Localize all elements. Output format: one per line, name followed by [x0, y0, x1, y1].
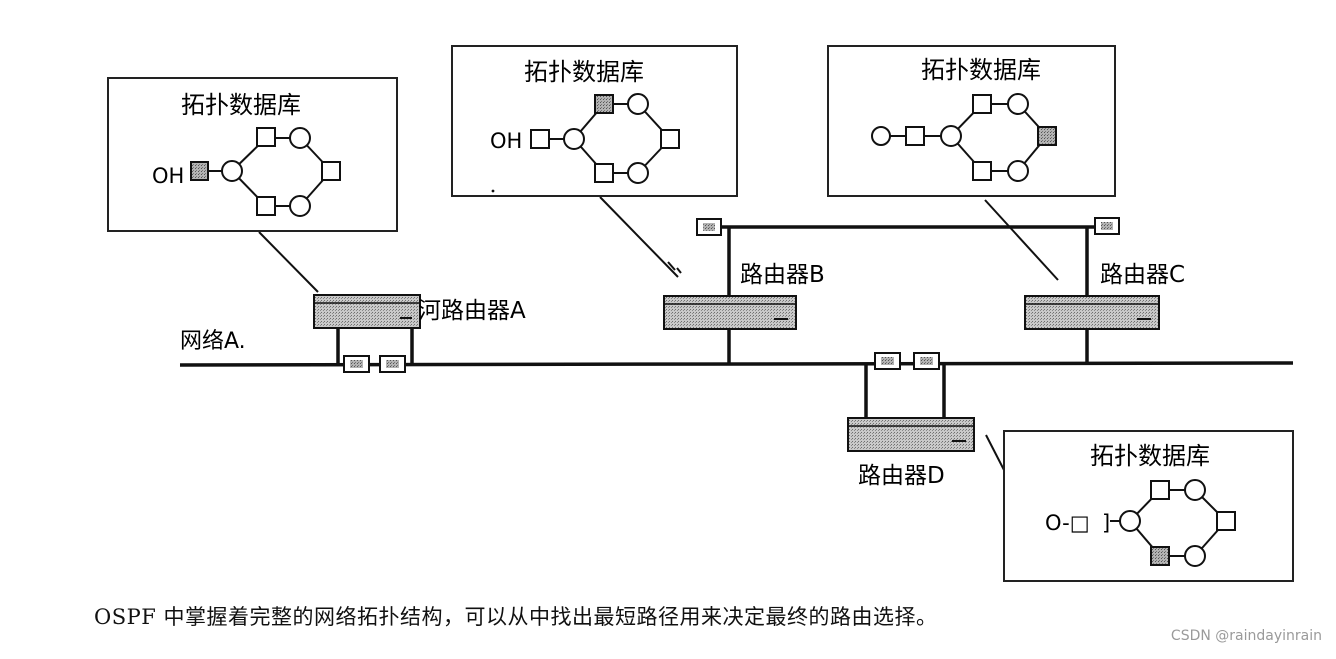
router-c	[1024, 295, 1160, 330]
db-b-stub-label: OH	[490, 129, 522, 153]
db-a-stub-label: OH	[152, 164, 184, 188]
db-d-stub-label: O-□	[1045, 511, 1090, 535]
db-b-title: 拓扑数据库	[524, 58, 644, 86]
router-b-label: 路由器B	[740, 262, 825, 288]
db-c-graph	[871, 93, 1057, 182]
callout-lines	[258, 196, 1059, 471]
db-b-graph	[530, 93, 680, 184]
figure-caption: OSPF 中掌握着完整的网络拓扑结构，可以从中找出最短路径用来决定最终的路由选择…	[94, 605, 938, 629]
interface-ports	[343, 217, 1120, 373]
db-d-graph	[1110, 479, 1236, 567]
svg-text:]: ]	[1102, 511, 1110, 535]
topology-db-a: 拓扑数据库 OH	[107, 77, 398, 232]
db-c-title: 拓扑数据库	[921, 56, 1041, 84]
router-d-label: 路由器D	[858, 463, 945, 489]
topology-db-c: 拓扑数据库	[827, 45, 1116, 197]
topology-db-b: 拓扑数据库 OH	[451, 45, 738, 197]
csdn-watermark: CSDN @raindayinrain	[1170, 628, 1322, 644]
db-a-graph	[190, 127, 341, 217]
topology-db-d: 拓扑数据库 O-□ ]	[1003, 430, 1294, 582]
router-d	[847, 417, 975, 452]
router-b	[663, 295, 797, 330]
db-a-title: 拓扑数据库	[181, 91, 301, 119]
db-d-title: 拓扑数据库	[1090, 442, 1210, 470]
network-a-label: 网络A.	[180, 329, 246, 354]
router-a-label: 河路由器A	[418, 298, 526, 324]
router-a	[313, 294, 421, 329]
router-c-label: 路由器C	[1100, 262, 1185, 288]
